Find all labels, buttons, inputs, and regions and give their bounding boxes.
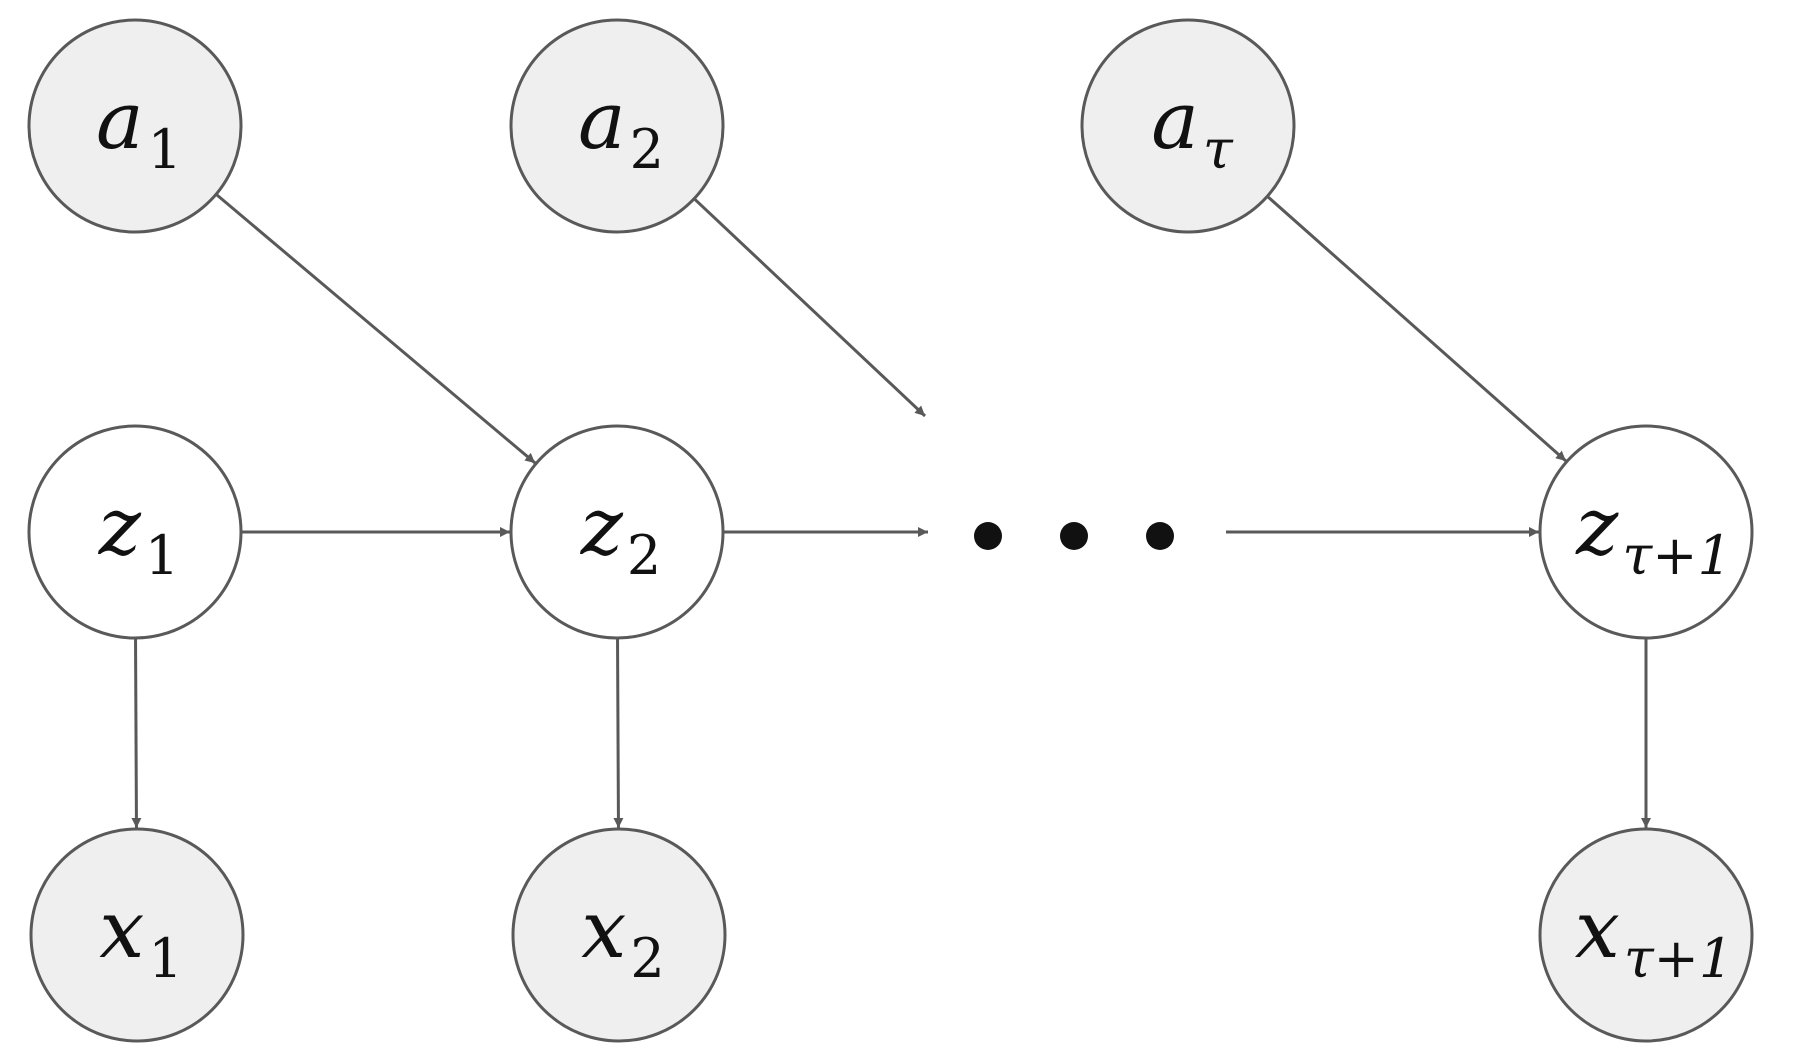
node-label-subscript: 1 xyxy=(145,524,179,587)
node-label-base: z xyxy=(1575,480,1619,573)
node-x1: x1 xyxy=(29,827,245,1043)
node-label-subscript: 1 xyxy=(148,118,182,181)
node-label-x2: x2 xyxy=(581,883,664,990)
node-label-base: z xyxy=(98,480,142,573)
node-z2: z2 xyxy=(509,424,725,640)
node-xtau1: xτ+1 xyxy=(1538,827,1754,1043)
node-label-a1: a1 xyxy=(96,74,182,181)
node-z1: z1 xyxy=(27,424,243,640)
node-label-subscript: 2 xyxy=(630,927,664,990)
node-label-subscript: τ+1 xyxy=(1622,524,1731,587)
node-label-base: a xyxy=(578,74,626,167)
node-label-z1: z1 xyxy=(98,480,180,587)
node-label-base: x xyxy=(99,883,144,976)
node-label-subscript: 1 xyxy=(148,927,182,990)
node-circle-a1 xyxy=(27,18,243,234)
edge-a1-to-z2 xyxy=(215,193,537,465)
node-label-subscript: τ xyxy=(1203,118,1234,181)
node-label-atau: aτ xyxy=(1151,74,1234,181)
ellipsis-dot-3 xyxy=(1146,522,1174,550)
node-a1: a1 xyxy=(27,18,243,234)
edge-a2-to-ellipsis xyxy=(693,197,927,418)
node-circle-z1 xyxy=(27,424,243,640)
node-label-base: a xyxy=(96,74,144,167)
edge-z1-to-x1 xyxy=(131,637,142,829)
node-label-subscript: 2 xyxy=(627,524,661,587)
node-circle-ztau1 xyxy=(1538,424,1754,640)
ellipsis-dot-1 xyxy=(974,522,1002,550)
node-label-a2: a2 xyxy=(578,74,664,181)
ellipsis xyxy=(974,522,1174,550)
edge-z2-to-x2 xyxy=(613,637,624,829)
node-a2: a2 xyxy=(509,18,725,234)
node-ztau1: zτ+1 xyxy=(1538,424,1754,640)
edge-atau-to-ztau1 xyxy=(1266,195,1567,463)
node-label-base: x xyxy=(1575,883,1620,976)
ellipsis-dot-2 xyxy=(1060,522,1088,550)
node-x2: x2 xyxy=(511,827,727,1043)
edges xyxy=(131,193,1651,829)
node-circle-z2 xyxy=(509,424,725,640)
node-label-subscript: τ+1 xyxy=(1624,927,1733,990)
node-circle-x1 xyxy=(29,827,245,1043)
node-label-base: x xyxy=(581,883,626,976)
node-circle-a2 xyxy=(509,18,725,234)
node-label-base: z xyxy=(580,480,624,573)
node-label-base: a xyxy=(1151,74,1199,167)
node-label-subscript: 2 xyxy=(630,118,664,181)
node-label-x1: x1 xyxy=(99,883,182,990)
node-circle-xtau1 xyxy=(1538,827,1754,1043)
node-circle-atau xyxy=(1080,18,1296,234)
node-label-z2: z2 xyxy=(580,480,662,587)
node-label-ztau1: zτ+1 xyxy=(1575,480,1732,587)
node-atau: aτ xyxy=(1080,18,1296,234)
node-circle-x2 xyxy=(511,827,727,1043)
node-label-xtau1: xτ+1 xyxy=(1575,883,1734,990)
